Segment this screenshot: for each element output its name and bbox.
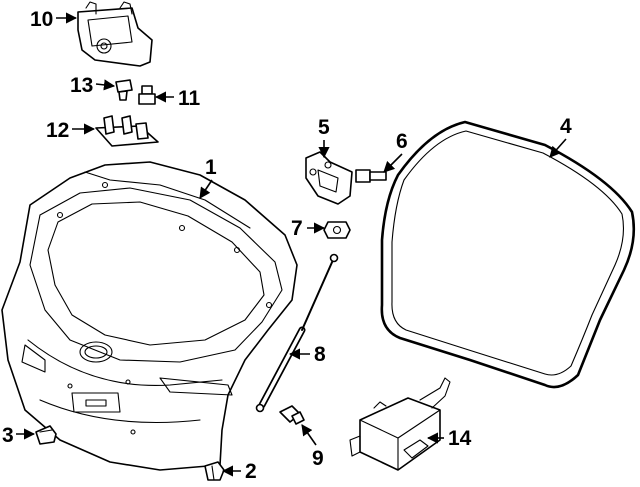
callout-4: 4 [549, 115, 572, 158]
svg-text:4: 4 [560, 115, 572, 138]
callout-11: 11 [154, 87, 201, 110]
svg-text:14: 14 [448, 427, 472, 450]
svg-text:12: 12 [46, 119, 69, 142]
svg-text:8: 8 [314, 343, 326, 366]
ball-stud [279, 405, 305, 425]
callout-10: 10 [30, 8, 78, 31]
svg-text:1: 1 [205, 156, 217, 179]
callout-14: 14 [426, 427, 472, 450]
callout-8: 8 [288, 343, 326, 366]
svg-text:3: 3 [2, 424, 14, 447]
bumper-stop [35, 425, 57, 445]
hinge-bolt [355, 169, 387, 183]
liftgate-panel [1, 161, 298, 471]
svg-text:13: 13 [70, 74, 93, 97]
weatherstrip [380, 120, 636, 389]
callout-7: 7 [291, 217, 326, 240]
lift-support-strut [255, 253, 339, 413]
svg-text:7: 7 [291, 217, 303, 240]
callout-12: 12 [46, 119, 96, 142]
callout-5: 5 [318, 116, 330, 159]
control-module [349, 377, 451, 471]
callout-1: 1 [199, 156, 217, 199]
callout-13: 13 [70, 74, 116, 97]
svg-text:5: 5 [318, 116, 330, 139]
callout-6: 6 [383, 130, 408, 173]
callout-2: 2 [221, 460, 257, 483]
hinge [305, 151, 353, 205]
svg-text:9: 9 [312, 447, 324, 470]
clip [204, 461, 225, 481]
latch [77, 1, 153, 67]
bolt [138, 85, 156, 105]
callout-3: 3 [2, 424, 36, 447]
hinge-nut [323, 221, 351, 239]
svg-text:6: 6 [396, 130, 408, 153]
striker [95, 115, 159, 147]
callout-9: 9 [301, 424, 324, 470]
svg-text:10: 10 [30, 8, 53, 31]
svg-text:11: 11 [178, 87, 201, 110]
latch-bolt [115, 79, 133, 101]
svg-text:2: 2 [245, 460, 257, 483]
